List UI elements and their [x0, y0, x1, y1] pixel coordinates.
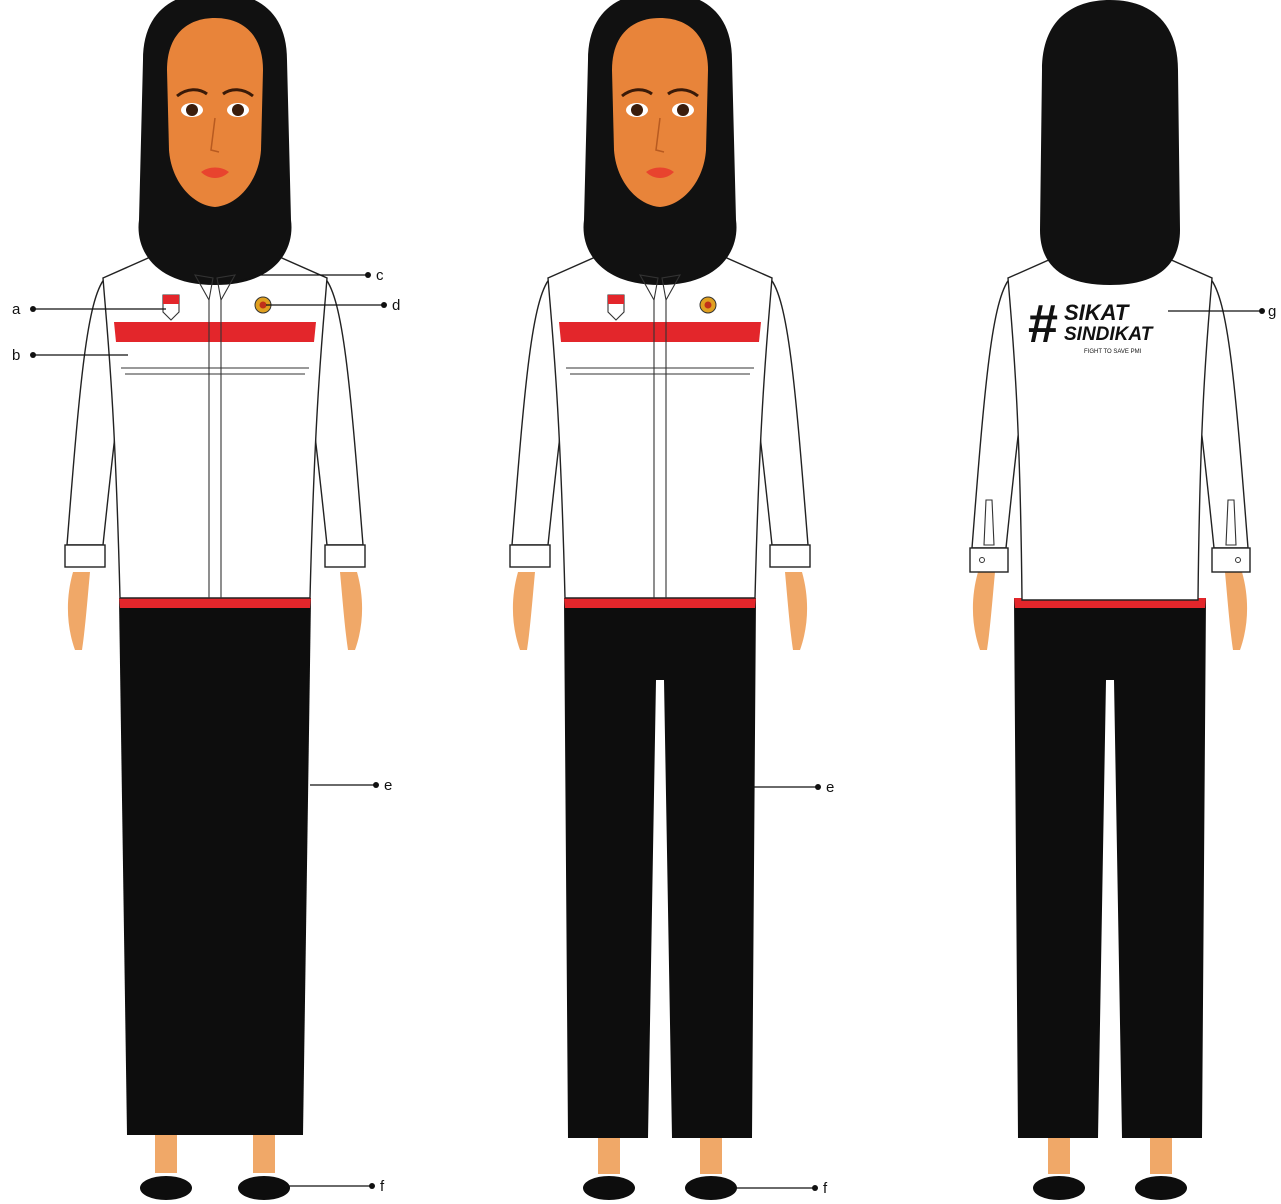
label-e-trousers: e — [826, 779, 834, 796]
back-print-line2: SINDIKAT — [1064, 324, 1154, 345]
label-d: d — [392, 297, 400, 314]
figure-front-skirt — [65, 0, 365, 1200]
label-e-skirt: e — [384, 777, 392, 794]
label-f-skirt: f — [380, 1178, 385, 1195]
label-a: a — [12, 301, 21, 318]
label-f-trousers: f — [823, 1180, 828, 1197]
figure-back-trousers: # SIKAT SINDIKAT FIGHT TO SAVE PMI — [970, 0, 1250, 1200]
figure-front-trousers — [510, 0, 810, 1200]
label-g: g — [1268, 303, 1276, 320]
label-c: c — [376, 267, 384, 284]
label-b: b — [12, 347, 20, 364]
back-print-line1: SIKAT — [1064, 300, 1130, 325]
back-print-tagline: FIGHT TO SAVE PMI — [1084, 349, 1142, 355]
logo-badge — [700, 297, 716, 313]
back-print-hashtag: # — [1028, 294, 1058, 354]
